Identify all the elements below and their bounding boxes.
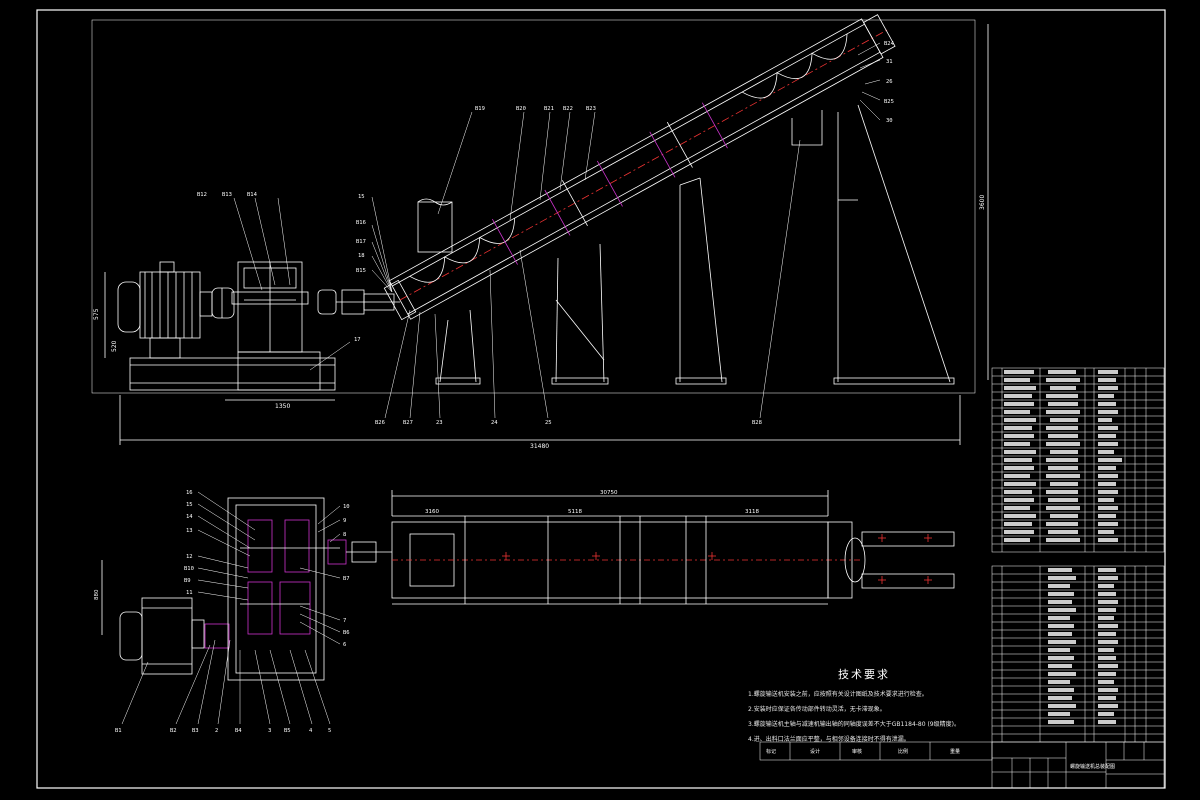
- title-label-scale: 比例: [898, 748, 908, 755]
- callout-31: 31: [886, 59, 893, 65]
- callout-23: 23: [436, 420, 443, 426]
- elevation-view: [104, 14, 989, 445]
- callout-B12: B12: [197, 192, 207, 198]
- plan-callout-B7: B7: [343, 576, 350, 582]
- callout-B20: B20: [516, 106, 526, 112]
- plan-view: [101, 490, 955, 681]
- plan-callout-B5: B5: [284, 728, 291, 734]
- technical-note-4: 4.进、出料口法兰面应平整，与相邻设备连接时不得有泄漏。: [748, 736, 910, 743]
- parts-list-lower-cells: [1048, 568, 1118, 724]
- parts-list-lower: [991, 565, 1165, 743]
- plan-callout-3: 3: [268, 728, 271, 734]
- callout-B19: B19: [475, 106, 485, 112]
- callout-B21: B21: [544, 106, 554, 112]
- callout-18: 18: [358, 253, 365, 259]
- callout-17: 17: [354, 337, 361, 343]
- technical-requirements: 技术要求 1.螺旋输送机安装之前，应按照有关设计图纸及技术要求进行检查。 2.安…: [748, 666, 980, 750]
- parts-list-upper-cells: [1004, 370, 1122, 542]
- dim-trough-seg-2: 5118: [568, 509, 582, 515]
- callout-B25: B25: [884, 99, 894, 105]
- plan-callout-B2: B2: [170, 728, 177, 734]
- callout-30: 30: [886, 118, 893, 124]
- inlet-chute: [417, 201, 453, 253]
- plan-callout-B10: B10: [184, 566, 194, 572]
- title-label-mark: 标记: [766, 748, 776, 755]
- dim-plan-offset: 880: [94, 589, 100, 600]
- motor-plan: [119, 597, 230, 675]
- dim-trough-seg-1: 3160: [425, 509, 439, 515]
- title-label-design: 设计: [810, 748, 820, 755]
- plan-callout-7: 7: [343, 618, 346, 624]
- inner-frame: [91, 19, 976, 394]
- title-label-weight: 重量: [950, 748, 960, 755]
- support-3: [675, 177, 727, 385]
- plan-callout-10: 10: [343, 504, 350, 510]
- callout-B26: B26: [375, 420, 385, 426]
- plan-callout-15: 15: [186, 502, 193, 508]
- plan-callout-B6: B6: [343, 630, 350, 636]
- plan-callout-B3: B3: [192, 728, 199, 734]
- callout-24: 24: [491, 420, 498, 426]
- callout-B14: B14: [247, 192, 258, 198]
- plan-callout-16: 16: [186, 490, 193, 496]
- title-label-check: 审核: [852, 748, 862, 755]
- plan-callout-B4: B4: [235, 728, 242, 734]
- plan-callout-13: 13: [186, 528, 193, 534]
- plan-callout-B9: B9: [184, 578, 191, 584]
- callout-B24: B24: [884, 41, 895, 47]
- plan-callout-12: 12: [186, 554, 193, 560]
- callout-B22: B22: [563, 106, 573, 112]
- plan-callout-4: 4: [309, 728, 313, 734]
- plan-callout-11: 11: [186, 590, 193, 596]
- parts-list-upper: [991, 367, 1165, 553]
- callout-B16: B16: [356, 220, 366, 226]
- plan-callout-6: 6: [343, 642, 346, 648]
- plan-callout-9: 9: [343, 518, 346, 524]
- dim-right-height: 3600: [979, 195, 986, 210]
- support-2: [551, 243, 609, 385]
- inclined-screw-trough: [383, 14, 896, 321]
- callout-B13: B13: [222, 192, 232, 198]
- plan-callout-5: 5: [328, 728, 331, 734]
- title-block-drawing-name: 螺旋输送机总装配图: [1070, 763, 1115, 770]
- dim-motor-height: 575: [93, 308, 100, 320]
- reducer-plan: [227, 497, 340, 681]
- callout-B23: B23: [586, 106, 596, 112]
- technical-note-3: 3.螺旋输送机主轴与减速机输出轴的同轴度误差不大于GB1184-80 (9级精度…: [748, 721, 960, 728]
- coupling-1: [211, 287, 235, 319]
- coupling-2: [317, 289, 337, 315]
- callout-26: 26: [886, 79, 893, 85]
- callout-B15: B15: [356, 268, 366, 274]
- technical-note-1: 1.螺旋输送机安装之前，应按照有关设计图纸及技术要求进行检查。: [748, 691, 928, 698]
- reducer-elevation: [231, 261, 309, 353]
- dim-trough-length: 30750: [600, 490, 618, 496]
- trough-plan: [391, 515, 955, 605]
- outlet-chute: [791, 110, 823, 146]
- outer-frame: [36, 9, 1166, 789]
- callout-B17: B17: [356, 239, 366, 245]
- dim-motor-base: 520: [111, 340, 118, 352]
- dim-motor-base-width: 1350: [275, 403, 290, 410]
- technical-note-2: 2.安装时应保证各传动部件转动灵活，无卡滞现象。: [748, 706, 886, 713]
- support-4: [833, 104, 955, 385]
- plan-callout-8: 8: [343, 532, 346, 538]
- dim-trough-seg-3: 3118: [745, 509, 759, 515]
- technical-requirements-title: 技术要求: [838, 668, 890, 681]
- plan-callout-B1: B1: [115, 728, 122, 734]
- support-1: [435, 309, 481, 385]
- callout-25: 25: [545, 420, 552, 426]
- plan-callout-2: 2: [215, 728, 218, 734]
- title-block: [759, 741, 1165, 789]
- plan-callout-14: 14: [186, 514, 193, 520]
- callout-B27: B27: [403, 420, 413, 426]
- callout-15: 15: [358, 194, 365, 200]
- motor-elevation: [117, 261, 213, 359]
- dim-overall-length: 31480: [530, 443, 549, 450]
- motor-base-frame: [129, 357, 336, 391]
- callout-B28: B28: [752, 420, 762, 426]
